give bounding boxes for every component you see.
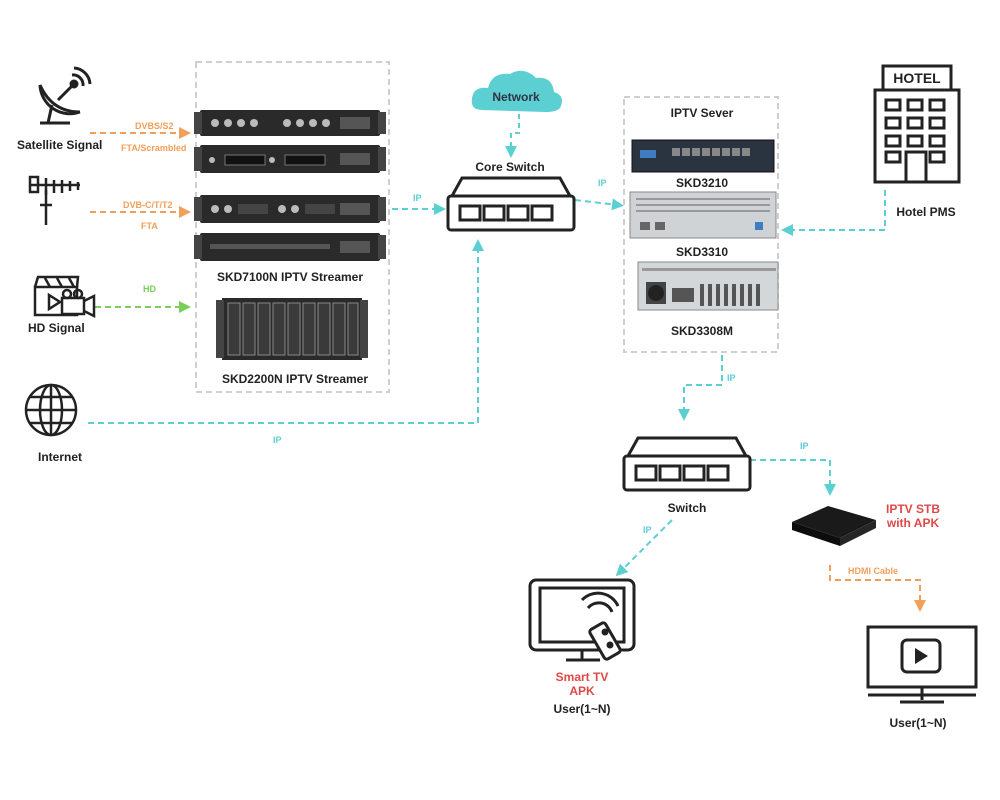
hdmi-cable-link <box>829 565 926 612</box>
switch-to-stb-link <box>750 459 836 496</box>
internet-to-core-link <box>88 239 484 424</box>
core-ip-tag: IP <box>598 178 607 188</box>
satellite-signal-top-tag: DVBS/S2 <box>135 121 174 131</box>
hd-camera-icon <box>33 275 96 319</box>
stb-label-line2: with APK <box>886 516 940 530</box>
skd2200n-chassis <box>216 298 368 360</box>
skd3308m-server <box>637 261 779 311</box>
smart-tv-label-line1: Smart TV <box>555 670 609 684</box>
hd-signal-tag: HD <box>143 284 156 294</box>
skd7100n-unit-3 <box>194 195 386 223</box>
switch-left-ip-tag: IP <box>643 525 652 535</box>
satellite-signal-bottom-tag: FTA/Scrambled <box>121 143 187 153</box>
skd2200n-label: SKD2200N IPTV Streamer <box>221 372 369 386</box>
switch-to-smarttv-link <box>615 519 673 577</box>
skd3310-label: SKD3310 <box>675 245 729 259</box>
skd3308m-label: SKD3308M <box>670 324 734 338</box>
iptv-server-box <box>623 96 779 353</box>
iptv-stb-icon <box>792 506 876 546</box>
network-to-core-link <box>505 114 520 158</box>
server-to-switch-link <box>678 355 723 421</box>
satellite-dish-icon <box>38 66 92 125</box>
antenna-icon <box>28 175 80 225</box>
satellite-signal-label: Satellite Signal <box>17 138 103 152</box>
switch-right-ip-tag: IP <box>800 441 809 451</box>
antenna-signal-bottom-tag: FTA <box>141 221 158 231</box>
internet-ip-tag: IP <box>273 435 282 445</box>
skd3210-label: SKD3210 <box>675 176 729 190</box>
internet-label: Internet <box>38 450 83 464</box>
network-cloud-icon <box>471 70 562 112</box>
tv-icon <box>866 625 978 704</box>
skd7100n-label: SKD7100N IPTV Streamer <box>216 270 364 284</box>
skd7100n-unit-4 <box>194 233 386 261</box>
skd3310-server <box>629 191 777 239</box>
stb-user-label: User(1~N) <box>889 716 947 730</box>
core-to-server-link <box>574 198 624 211</box>
smart-tv-icon <box>528 578 636 662</box>
switch-icon <box>622 436 752 492</box>
hotel-sign: HOTEL <box>893 70 941 86</box>
skd7100n-unit-1 <box>194 110 386 136</box>
hotel-to-server-link <box>781 190 886 236</box>
stb-label-line1: IPTV STB <box>885 502 941 516</box>
hd-signal-label: HD Signal <box>28 321 85 335</box>
smart-tv-label-line2: APK <box>569 684 595 698</box>
skd7100n-unit-2 <box>194 145 386 173</box>
core-switch-icon <box>446 176 576 232</box>
streamer-group-box <box>195 61 390 393</box>
hdmi-cable-tag: HDMI Cable <box>848 566 899 576</box>
smart-tv-user-label: User(1~N) <box>553 702 611 716</box>
streamer-ip-tag: IP <box>413 193 422 203</box>
network-label: Network <box>492 90 540 104</box>
globe-icon <box>24 383 78 437</box>
antenna-signal-top-tag: DVB-C/T/T2 <box>123 200 173 210</box>
switch-label: Switch <box>667 501 707 515</box>
iptv-server-title: IPTV Sever <box>670 106 734 120</box>
core-switch-label: Core Switch <box>475 160 545 174</box>
hotel-pms-label: Hotel PMS <box>896 205 956 219</box>
hotel-building-icon <box>873 64 961 184</box>
server-ip-tag: IP <box>727 373 736 383</box>
skd3210-server <box>631 139 775 173</box>
